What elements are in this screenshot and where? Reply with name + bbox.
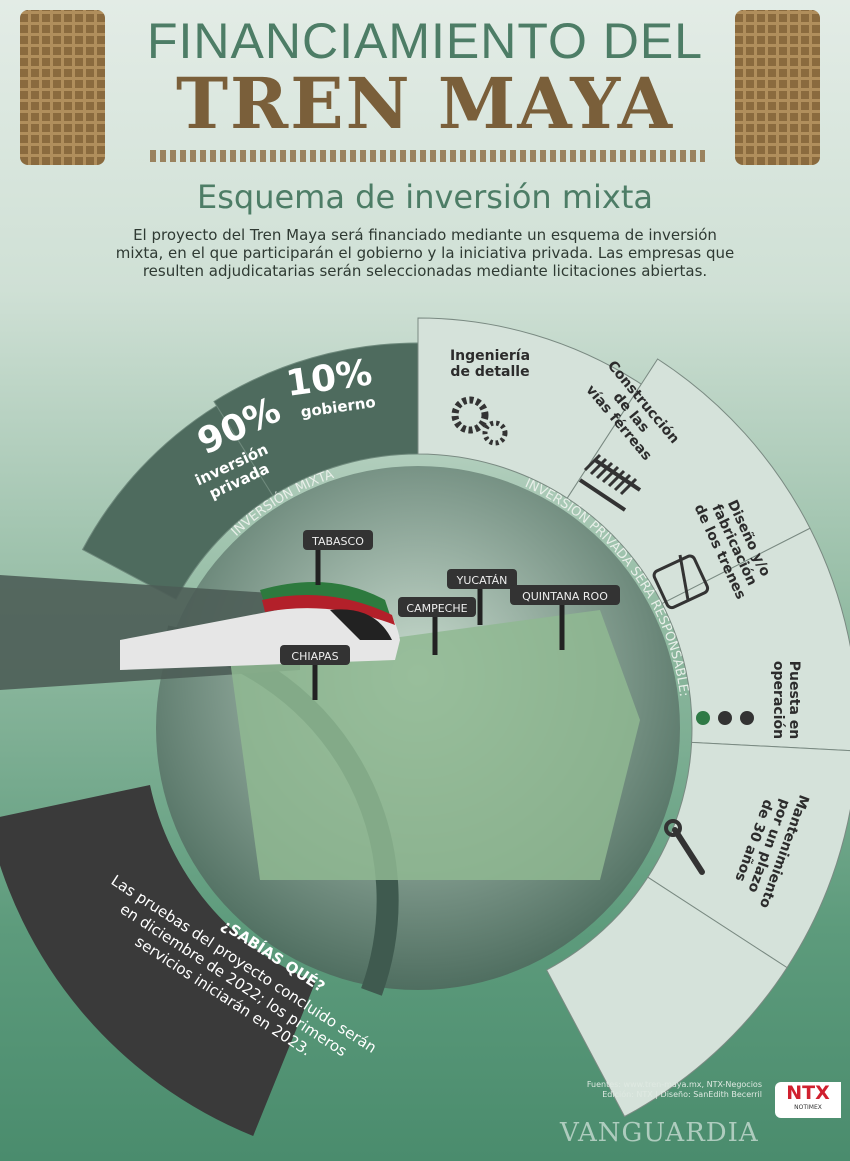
segment-fact: [0, 784, 316, 1136]
state-label: TABASCO: [311, 535, 364, 548]
railway-track-icon: [578, 453, 642, 512]
state-sign-4: [280, 645, 350, 665]
gov-segment-text: 10% gobierno: [284, 352, 377, 421]
wrench-icon: [664, 819, 705, 875]
subtitle: Esquema de inversión mixta: [197, 178, 653, 216]
greek-fret-divider: [150, 150, 705, 162]
terrain-block: [230, 610, 640, 880]
responsibility-line: Puesta en: [786, 661, 802, 740]
responsibility-line: Ingeniería: [450, 348, 530, 364]
state-sign-2: [398, 597, 476, 617]
segment-responsibility-5: [545, 876, 788, 1118]
footer-credits: Fuentes: www.tren-maya.mx, NTX-Negocios …: [500, 1080, 762, 1100]
responsibility-line: operación: [770, 661, 786, 739]
sources: Fuentes: www.tren-maya.mx, NTX-Negocios: [586, 1080, 762, 1089]
maya-glyph-right: [735, 10, 820, 165]
segment-responsibility-3: [661, 527, 850, 752]
state-label: QUINTANA ROO: [522, 590, 608, 603]
responsibility-line: de detalle: [450, 364, 529, 380]
gears-icon: [451, 396, 508, 446]
maya-glyph-left: [20, 10, 105, 165]
status-dots-icon: [696, 711, 754, 725]
credits: Edición: NTX | Diseño: SanEdith Becerril: [602, 1090, 762, 1099]
state-sign-3: [510, 585, 620, 605]
state-sign-1: [447, 569, 517, 589]
title-line-1: FINANCIAMIENTO DEL: [146, 13, 704, 69]
vanguardia-watermark: VANGUARDIA: [560, 1118, 759, 1148]
intro-text: El proyecto del Tren Maya será financiad…: [115, 226, 735, 280]
title-line-2: TREN MAYA: [175, 62, 675, 145]
state-label: YUCATÁN: [456, 574, 508, 587]
train-front-icon: [652, 554, 710, 610]
state-sign-0: [303, 530, 373, 550]
state-label: CHIAPAS: [291, 650, 338, 663]
state-label: CAMPECHE: [406, 602, 467, 615]
